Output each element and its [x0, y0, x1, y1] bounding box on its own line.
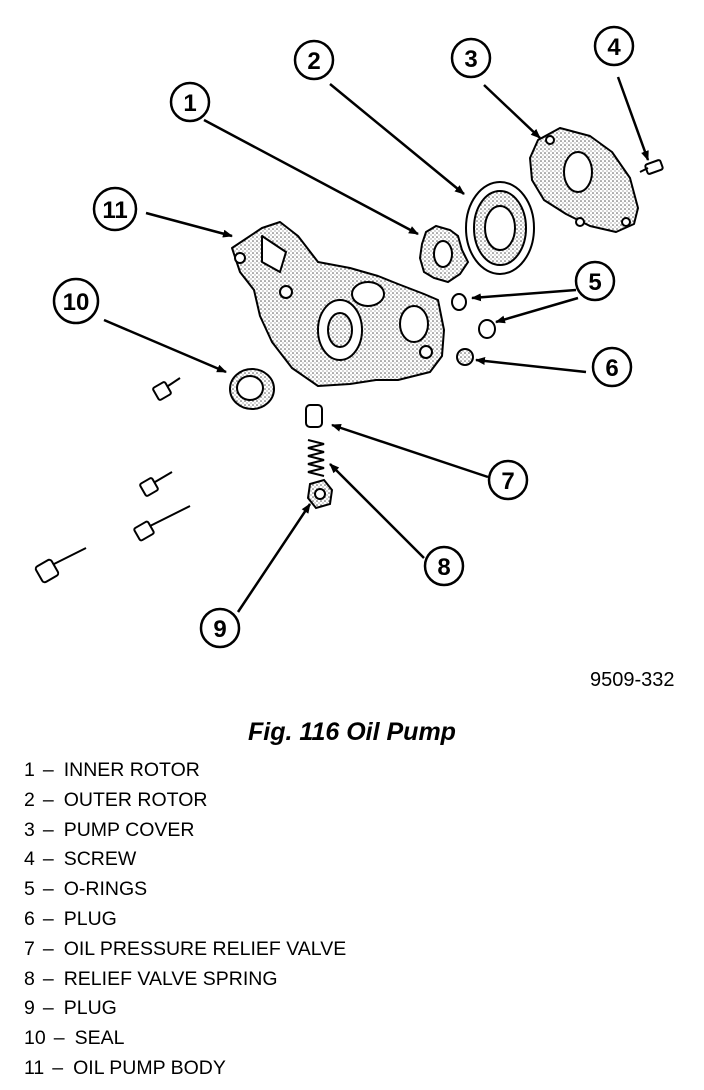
legend-num: 10: [24, 1027, 46, 1050]
bolt-short-2: [139, 471, 173, 497]
svg-text:8: 8: [437, 554, 450, 581]
legend-dash: –: [52, 1056, 64, 1079]
callout-9: 9: [199, 607, 241, 649]
svg-text:10: 10: [63, 289, 90, 316]
legend-dash: –: [42, 878, 54, 901]
legend-item: 3–PUMP COVER: [24, 818, 346, 848]
callout-1: 1: [169, 81, 211, 123]
callout-2: 2: [293, 39, 335, 81]
legend-item: 1–INNER ROTOR: [24, 758, 346, 788]
bolt-long-2: [34, 547, 87, 584]
figure-id: 9509-332: [590, 669, 675, 691]
callouts: 1 2 3 4 5 6 7 8: [52, 25, 635, 649]
legend-dash: –: [42, 907, 54, 930]
legend: 1–INNER ROTOR 2–OUTER ROTOR 3–PUMP COVER…: [24, 758, 346, 1086]
inner-rotor: [418, 224, 470, 284]
legend-label: INNER ROTOR: [63, 759, 200, 781]
legend-num: 4: [24, 848, 35, 871]
callout-3: 3: [450, 37, 492, 79]
legend-num: 3: [24, 818, 35, 841]
cover-screw: [639, 159, 664, 175]
legend-dash: –: [42, 848, 54, 871]
callout-10: 10: [52, 277, 100, 325]
legend-item: 10–SEAL: [24, 1026, 346, 1056]
legend-item: 7–OIL PRESSURE RELIEF VALVE: [24, 937, 346, 967]
legend-item: 4–SCREW: [24, 847, 346, 877]
legend-num: 1: [24, 759, 35, 781]
svg-text:1: 1: [183, 90, 196, 117]
legend-label: OIL PUMP BODY: [73, 1056, 226, 1079]
legend-label: PUMP COVER: [63, 818, 195, 841]
callout-4: 4: [593, 25, 635, 67]
svg-text:7: 7: [501, 468, 514, 495]
legend-item: 6–PLUG: [24, 907, 346, 937]
svg-text:11: 11: [102, 197, 127, 224]
legend-label: O-RINGS: [63, 878, 148, 901]
legend-label: SCREW: [63, 848, 137, 871]
legend-num: 2: [24, 788, 35, 811]
legend-item: 8–RELIEF VALVE SPRING: [24, 967, 346, 997]
relief-valve: [305, 404, 323, 428]
legend-num: 6: [24, 907, 35, 930]
figure-title: Fig. 116 Oil Pump: [248, 718, 456, 746]
legend-label: SEAL: [74, 1027, 125, 1050]
pump-cover: [529, 127, 639, 233]
svg-text:4: 4: [607, 34, 621, 61]
legend-num: 9: [24, 997, 35, 1020]
legend-dash: –: [42, 997, 54, 1020]
oil-pump-body: [231, 221, 445, 387]
svg-text:9: 9: [213, 616, 226, 643]
callout-7: 7: [487, 459, 529, 501]
svg-text:5: 5: [588, 269, 601, 296]
outer-rotor: [465, 181, 535, 275]
legend-num: 11: [24, 1056, 45, 1079]
svg-text:3: 3: [464, 46, 477, 73]
bolt-long-1: [133, 505, 191, 542]
bolt-short-1: [152, 377, 181, 401]
legend-num: 8: [24, 967, 35, 990]
plug-9: [306, 478, 334, 510]
legend-item: 11–OIL PUMP BODY: [24, 1056, 346, 1086]
o-rings: [451, 293, 496, 339]
callout-5: 5: [574, 260, 616, 302]
legend-dash: –: [42, 759, 54, 781]
svg-text:6: 6: [605, 355, 618, 382]
callout-6: 6: [591, 346, 633, 388]
callout-8: 8: [423, 545, 465, 587]
plug-6: [456, 348, 474, 366]
legend-label: RELIEF VALVE SPRING: [63, 967, 278, 990]
legend-item: 9–PLUG: [24, 996, 346, 1026]
legend-item: 2–OUTER ROTOR: [24, 788, 346, 818]
seal: [229, 368, 275, 410]
legend-dash: –: [42, 967, 54, 990]
legend-label: OIL PRESSURE RELIEF VALVE: [63, 937, 347, 960]
legend-label: PLUG: [63, 907, 117, 930]
legend-label: PLUG: [63, 997, 117, 1020]
oil-pump-exploded-diagram: 1 2 3 4 5 6 7 8: [34, 25, 664, 649]
legend-label: OUTER ROTOR: [63, 788, 208, 811]
bolts: [34, 377, 191, 584]
legend-num: 7: [24, 937, 35, 960]
legend-dash: –: [42, 788, 54, 811]
relief-valve-spring: [307, 439, 325, 477]
legend-item: 5–O-RINGS: [24, 877, 346, 907]
leader-lines: [103, 76, 650, 613]
legend-dash: –: [42, 937, 54, 960]
legend-dash: –: [53, 1027, 65, 1050]
svg-text:2: 2: [307, 48, 320, 75]
callout-11: 11: [92, 186, 138, 232]
legend-num: 5: [24, 878, 35, 901]
legend-dash: –: [42, 818, 54, 841]
